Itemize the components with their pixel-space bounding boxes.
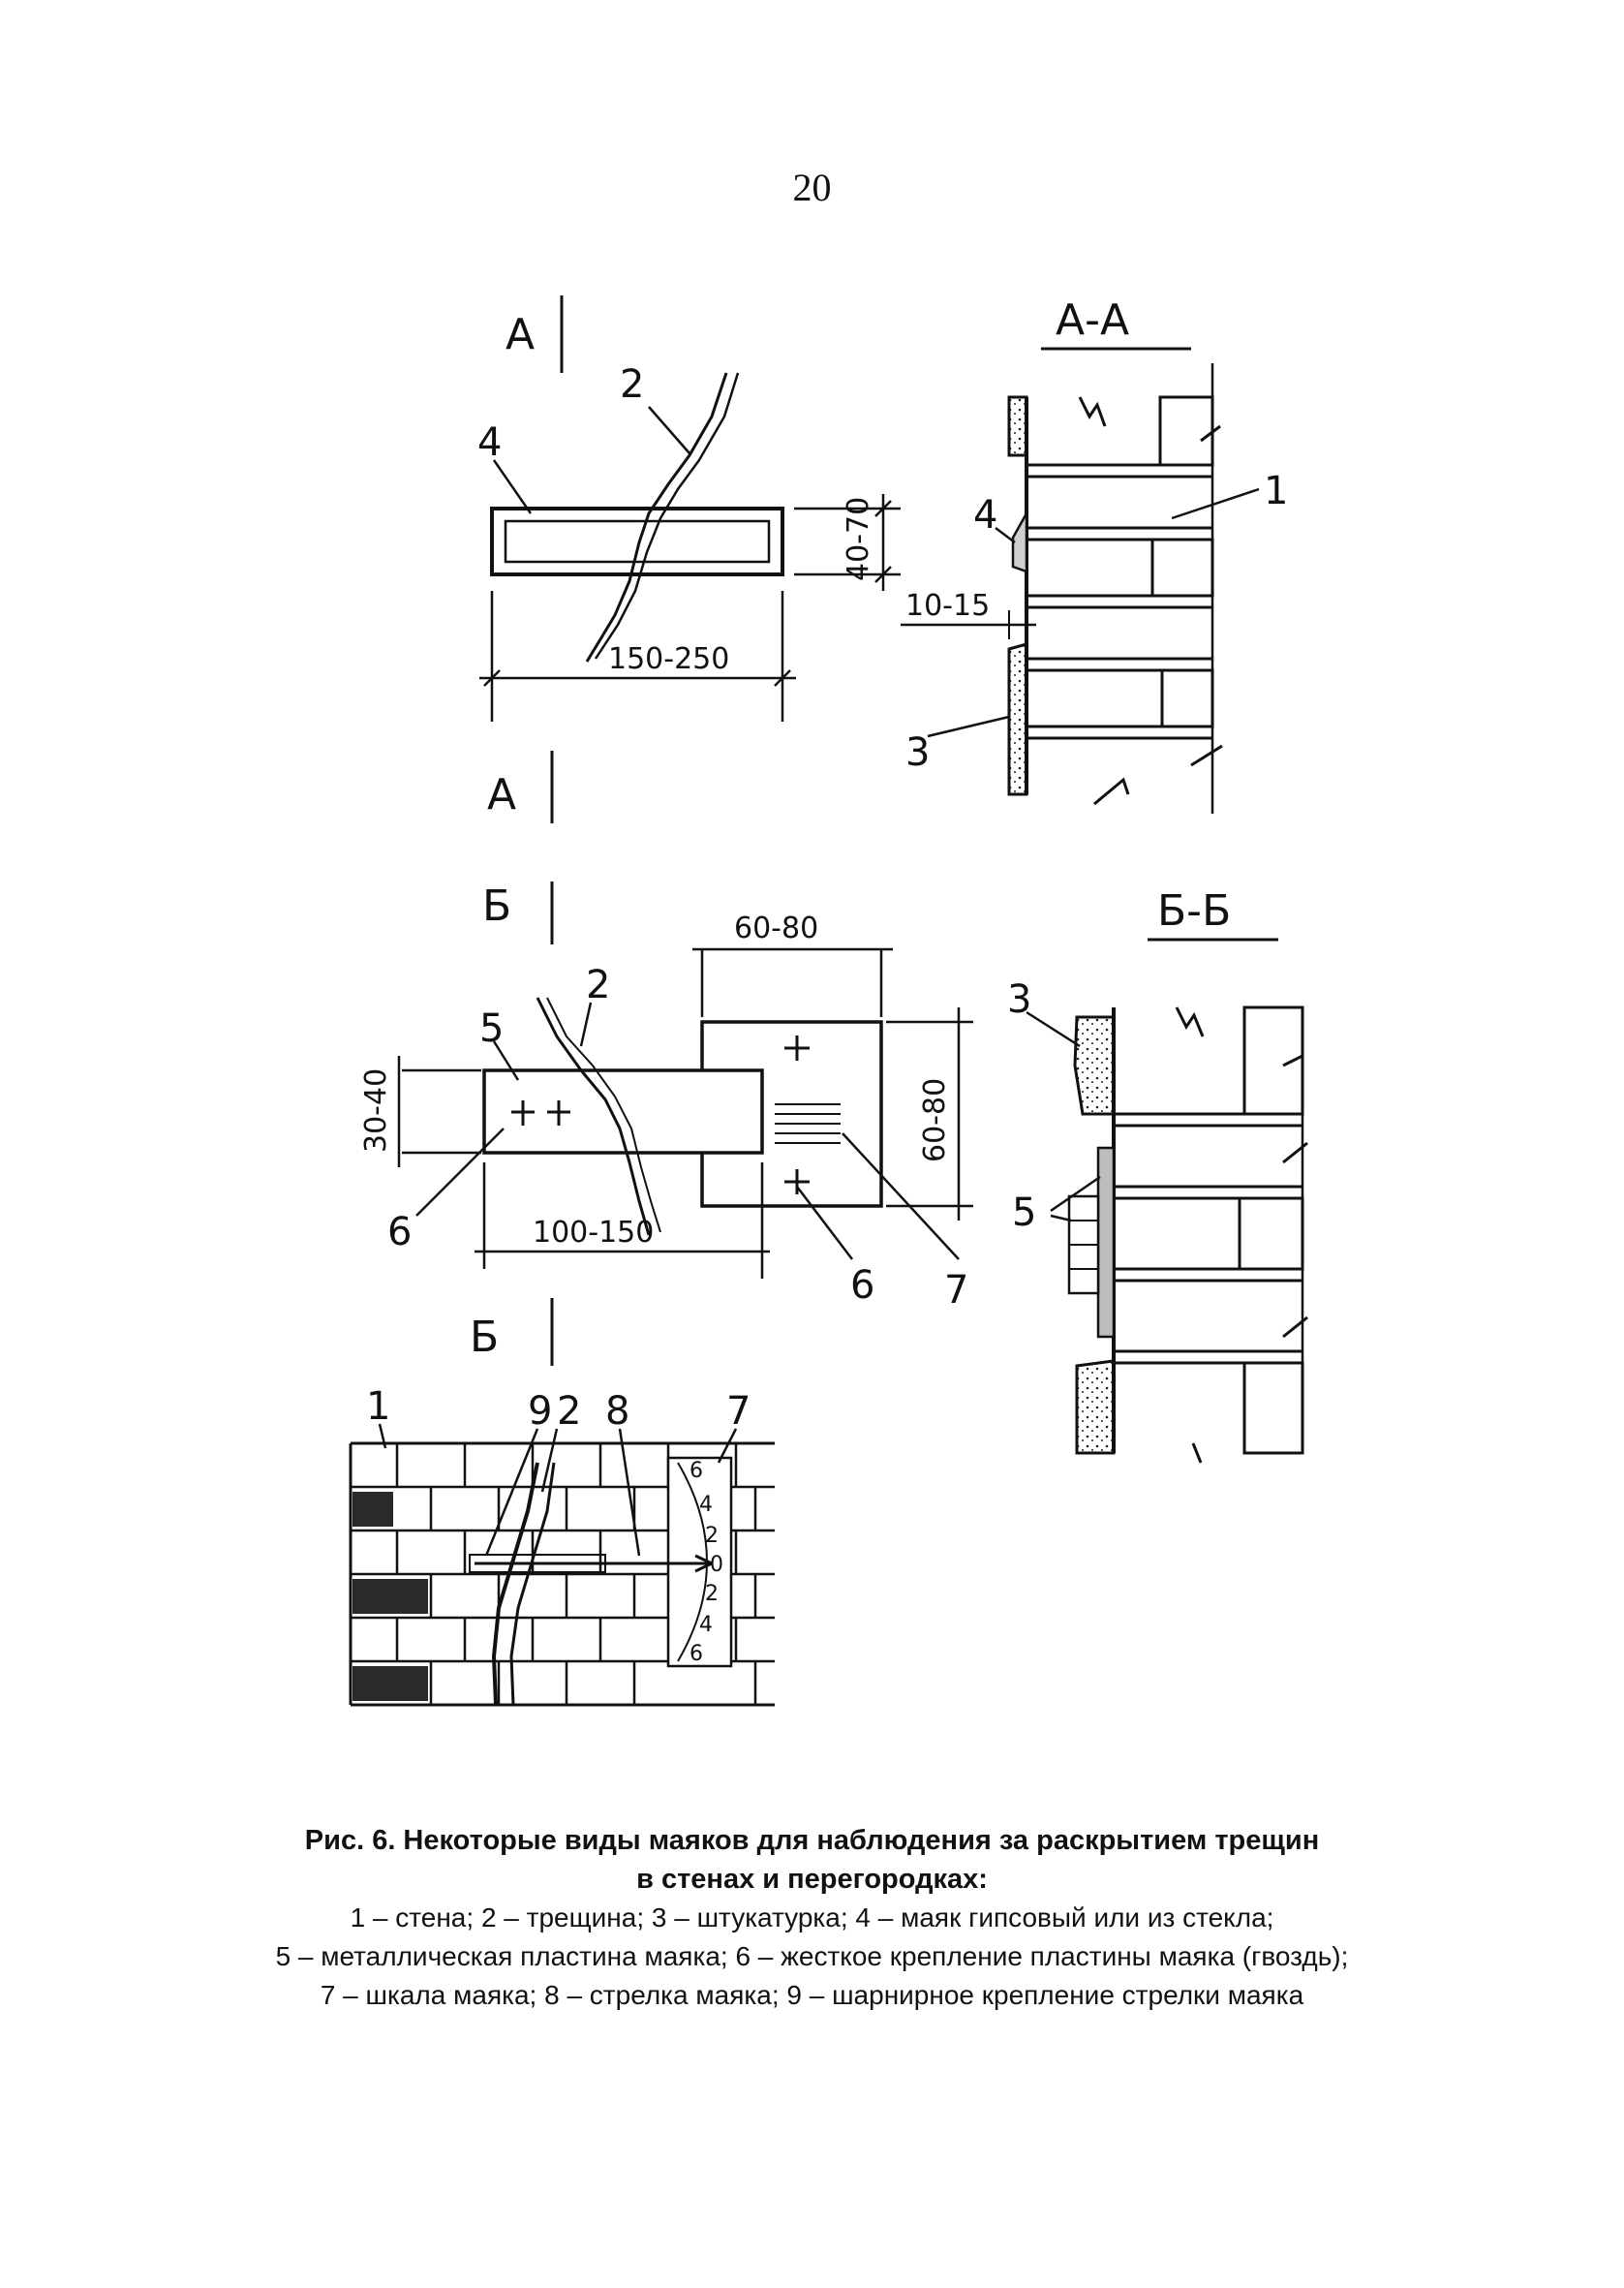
scale-mark: 6 — [689, 1642, 703, 1666]
page-number: 20 — [792, 166, 832, 209]
view-b-lower-labels: Б 1 9 2 8 7 6 4 2 0 2 4 6 — [366, 1313, 751, 1666]
section-b-b — [1026, 938, 1308, 1464]
caption-title-line2: в стенах и перегородках: — [636, 1864, 988, 1895]
dim-beacon-length: 150-250 — [608, 642, 729, 676]
callout-crack-lower: 2 — [557, 1389, 581, 1434]
section-mark-a-bottom: А — [487, 770, 516, 819]
callout-plaster-a: 3 — [905, 730, 930, 775]
view-a — [479, 295, 901, 823]
callout-plates-b: 5 — [1012, 1190, 1036, 1235]
scale-mark: 6 — [689, 1459, 703, 1483]
callout-wall-lower: 1 — [366, 1384, 390, 1429]
callout-crack-a: 2 — [620, 362, 644, 407]
scale-mark: 2 — [705, 1582, 719, 1606]
section-a-a-labels: А-А 1 4 3 10-15 — [905, 295, 1288, 775]
callout-fixing-left: 6 — [387, 1210, 412, 1254]
scale-mark: 4 — [699, 1613, 713, 1637]
view-b-lower — [349, 1303, 775, 1707]
figure-caption: Рис. 6. Некоторые виды маяков для наблюд… — [145, 1821, 1479, 2015]
section-mark-b-lower: Б — [470, 1313, 499, 1362]
dim-plate2-height: 60-80 — [918, 1078, 952, 1162]
section-b-b-title: Б-Б — [1157, 886, 1231, 936]
view-a-labels: А А 2 4 150-250 40-70 — [477, 310, 875, 819]
section-b-b-labels: Б-Б 3 5 — [1007, 886, 1231, 1235]
section-mark-b-top: Б — [482, 881, 511, 931]
view-b-labels: Б 2 5 6 6 7 60-80 60-80 30-40 100-150 — [359, 881, 968, 1313]
callout-wall-a: 1 — [1264, 469, 1288, 513]
callout-crack-b: 2 — [586, 963, 610, 1007]
callout-hinge: 9 — [528, 1389, 552, 1434]
callout-beacon-a: 4 — [477, 420, 502, 465]
section-a-a — [901, 347, 1260, 814]
scale-mark: 4 — [699, 1493, 713, 1517]
caption-legend-line1: 1 – стена; 2 – трещина; 3 – штукатурка; … — [350, 1902, 1274, 1932]
callout-scale-b: 7 — [944, 1268, 968, 1313]
callout-arrow: 8 — [605, 1389, 629, 1434]
callout-plaster-b: 3 — [1007, 977, 1031, 1022]
dim-beacon-height: 40-70 — [842, 497, 875, 581]
caption-legend-line3: 7 – шкала маяка; 8 – стрелка маяка; 9 – … — [320, 1980, 1304, 2010]
scale-mark: 2 — [705, 1524, 719, 1548]
callout-scale-lower: 7 — [726, 1389, 751, 1434]
section-a-a-title: А-А — [1056, 295, 1129, 345]
section-mark-a-top: А — [506, 310, 535, 359]
view-b — [397, 881, 973, 1356]
caption-title-line1: Рис. 6. Некоторые виды маяков для наблюд… — [304, 1825, 1320, 1856]
dim-plate-height: 30-40 — [359, 1068, 393, 1153]
dim-beacon-thickness: 10-15 — [905, 589, 990, 623]
dim-plate-length: 100-150 — [533, 1216, 654, 1250]
callout-plate-b: 5 — [479, 1006, 504, 1051]
callout-beacon-section-a: 4 — [973, 493, 997, 538]
dim-plate2-width: 60-80 — [734, 912, 818, 945]
caption-legend-line2: 5 – металлическая пластина маяка; 6 – же… — [275, 1941, 1349, 1971]
callout-fixing-right: 6 — [850, 1263, 874, 1308]
scale-mark: 0 — [710, 1553, 723, 1577]
